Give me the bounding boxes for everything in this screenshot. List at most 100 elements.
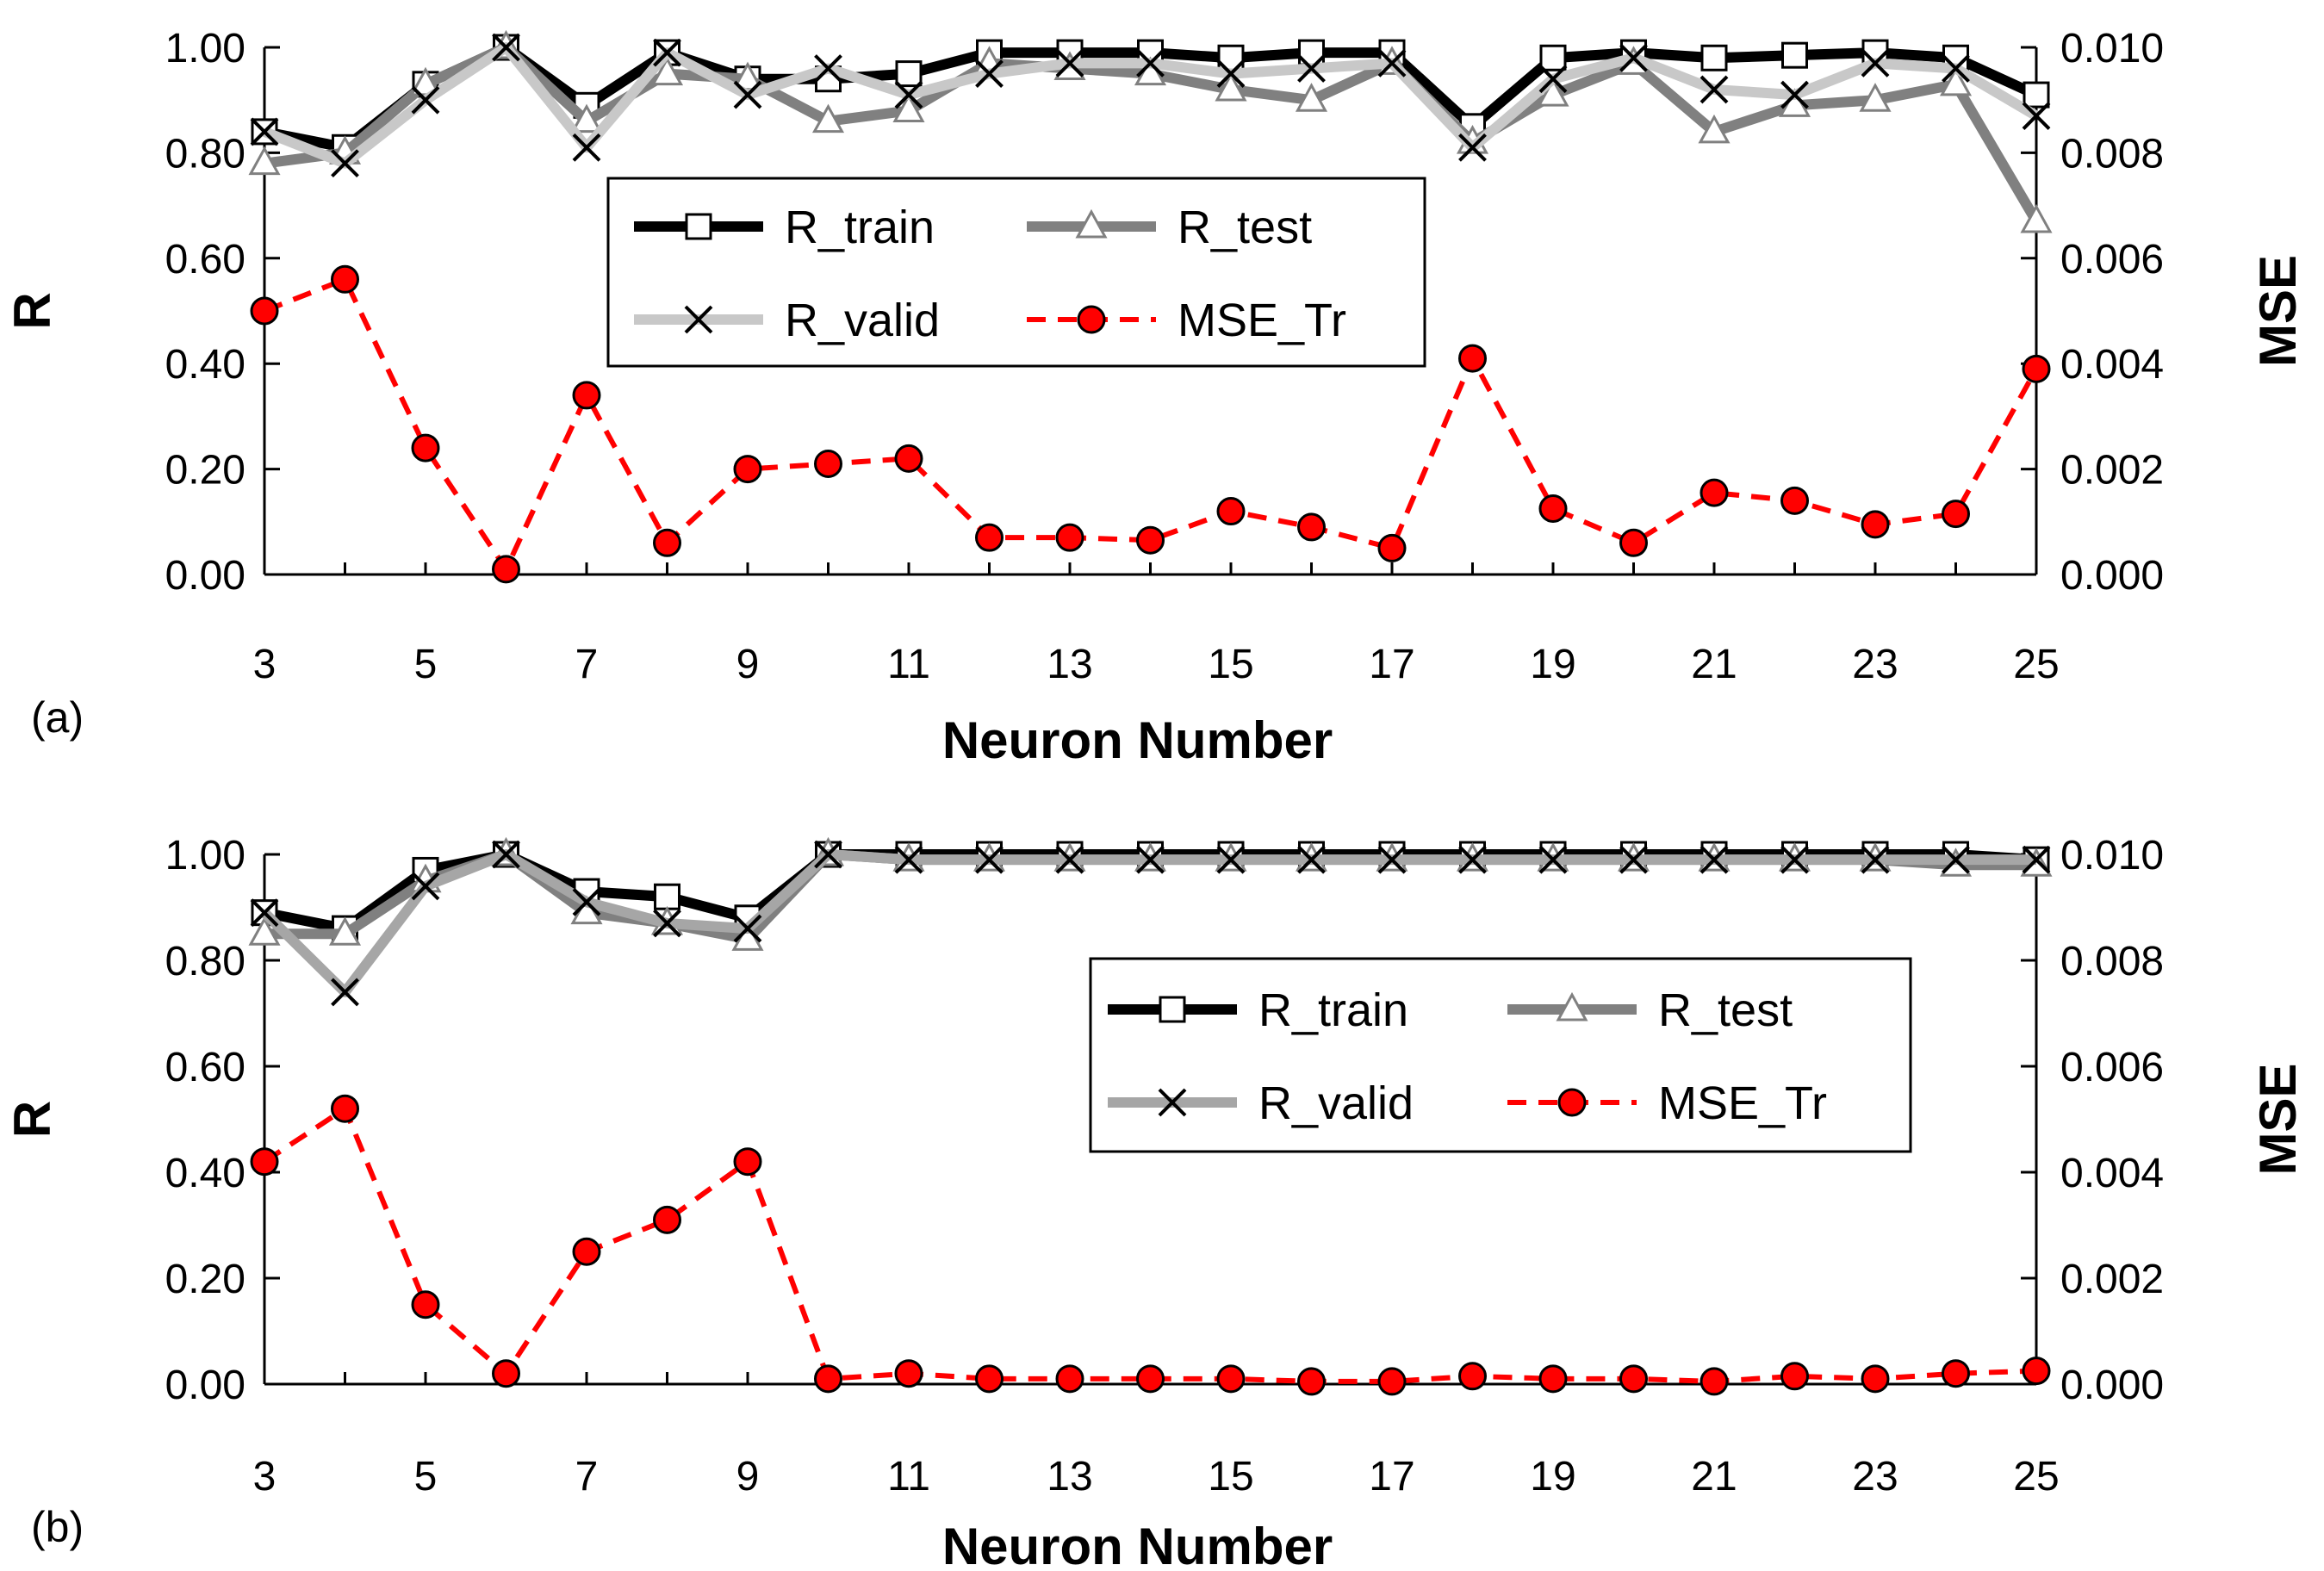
y-tick-label: 1.00: [165, 26, 245, 71]
y-tick-label: 0.00: [165, 553, 245, 599]
data-point: [1700, 845, 1729, 874]
legend-item-mse-tr: MSE_Tr: [1507, 1077, 1827, 1129]
data-point: [1698, 114, 1731, 144]
data-point: [411, 872, 440, 901]
panel-a: 0.000.200.400.600.801.000.0000.0020.0040…: [3, 26, 2307, 769]
x-tick-label: 15: [1208, 1454, 1253, 1500]
data-point: [1861, 1364, 1890, 1394]
y2-tick-label: 0.000: [2060, 1363, 2164, 1408]
data-point: [1136, 845, 1165, 874]
series-line: [263, 1106, 2037, 1384]
x-tick-label: 17: [1369, 1454, 1414, 1500]
data-point: [975, 1364, 1004, 1394]
y2-tick-label: 0.006: [2060, 237, 2164, 283]
data-point: [250, 296, 279, 326]
data-point: [572, 887, 601, 916]
data-point: [894, 1359, 923, 1388]
data-point: [650, 56, 684, 86]
data-point: [1859, 83, 1892, 112]
data-point: [733, 1147, 762, 1177]
data-point: [733, 914, 762, 943]
data-point: [1538, 494, 1568, 523]
x-tick-label: 21: [1691, 642, 1737, 687]
data-point: [1619, 845, 1648, 874]
data-point: [492, 840, 520, 869]
data-point: [250, 1147, 279, 1177]
data-point: [1700, 75, 1729, 104]
data-point: [1619, 1364, 1648, 1394]
data-point: [2022, 354, 2051, 383]
legend-marker: [1158, 1088, 1187, 1117]
data-point: [1780, 486, 1809, 515]
y-tick-label: 0.80: [165, 939, 245, 984]
data-point: [654, 883, 680, 910]
data-point: [2020, 203, 2053, 233]
y2-tick-label: 0.004: [2060, 342, 2164, 388]
legend-label: R_valid: [785, 295, 940, 346]
legend-item-mse-tr: MSE_Tr: [1027, 295, 1346, 346]
legend-label: MSE_Tr: [1178, 295, 1346, 346]
data-point: [1458, 1362, 1487, 1391]
y2-tick-label: 0.008: [2060, 939, 2164, 984]
y-tick-label: 0.20: [165, 1257, 245, 1302]
data-point: [572, 381, 601, 410]
y-tick-label: 0.60: [165, 237, 245, 283]
data-point: [1295, 83, 1328, 112]
data-point: [814, 54, 842, 83]
data-point: [250, 898, 279, 928]
data-point: [894, 80, 923, 109]
legend-item-r-test: R_test: [1507, 984, 1793, 1036]
data-point: [895, 60, 923, 88]
x-tick-label: 9: [736, 1454, 760, 1500]
legend-marker: [1557, 1088, 1587, 1117]
data-point: [1700, 478, 1729, 507]
legend-marker: [1075, 208, 1108, 239]
y2-tick-label: 0.004: [2060, 1151, 2164, 1196]
legend-marker: [1159, 996, 1186, 1023]
x-tick-label: 17: [1369, 642, 1414, 687]
y2-axis-title: MSE: [2249, 255, 2307, 367]
data-point: [2022, 845, 2051, 874]
series-r-valid: [250, 840, 2051, 1007]
data-point: [1780, 80, 1809, 109]
data-point: [1942, 845, 1970, 874]
data-point: [570, 103, 603, 134]
y-tick-label: 1.00: [165, 833, 245, 879]
data-point: [814, 449, 842, 478]
data-point: [572, 133, 601, 162]
x-tick-label: 19: [1530, 1454, 1575, 1500]
data-point: [1700, 44, 1728, 71]
data-point: [653, 38, 681, 67]
data-point: [2022, 1357, 2051, 1386]
data-point: [975, 523, 1004, 552]
data-point: [411, 433, 440, 463]
y2-tick-label: 0.000: [2060, 553, 2164, 599]
data-point: [1780, 845, 1809, 874]
x-tick-label: 5: [414, 1454, 438, 1500]
x-tick-label: 23: [1852, 1454, 1898, 1500]
data-point: [1458, 133, 1487, 162]
x-tick-label: 13: [1047, 1454, 1092, 1500]
data-point: [1942, 54, 1970, 83]
data-point: [1297, 54, 1326, 83]
y-axis-title: R: [3, 1101, 61, 1138]
data-point: [1458, 845, 1487, 874]
data-point: [653, 528, 681, 557]
data-point: [328, 916, 362, 946]
y-tick-label: 0.00: [165, 1363, 245, 1408]
y-tick-label: 0.20: [165, 448, 245, 494]
y2-tick-label: 0.010: [2060, 833, 2164, 879]
data-point: [1861, 48, 1890, 78]
data-point: [1458, 344, 1487, 373]
x-tick-label: 13: [1047, 642, 1092, 687]
legend-label: R_test: [1178, 202, 1312, 253]
data-point: [1377, 48, 1407, 78]
data-point: [1619, 43, 1648, 72]
data-point: [1216, 59, 1246, 89]
data-point: [1619, 528, 1648, 557]
data-point: [411, 1290, 440, 1320]
y-tick-label: 0.40: [165, 342, 245, 388]
series-mse-tr: [250, 264, 2051, 584]
